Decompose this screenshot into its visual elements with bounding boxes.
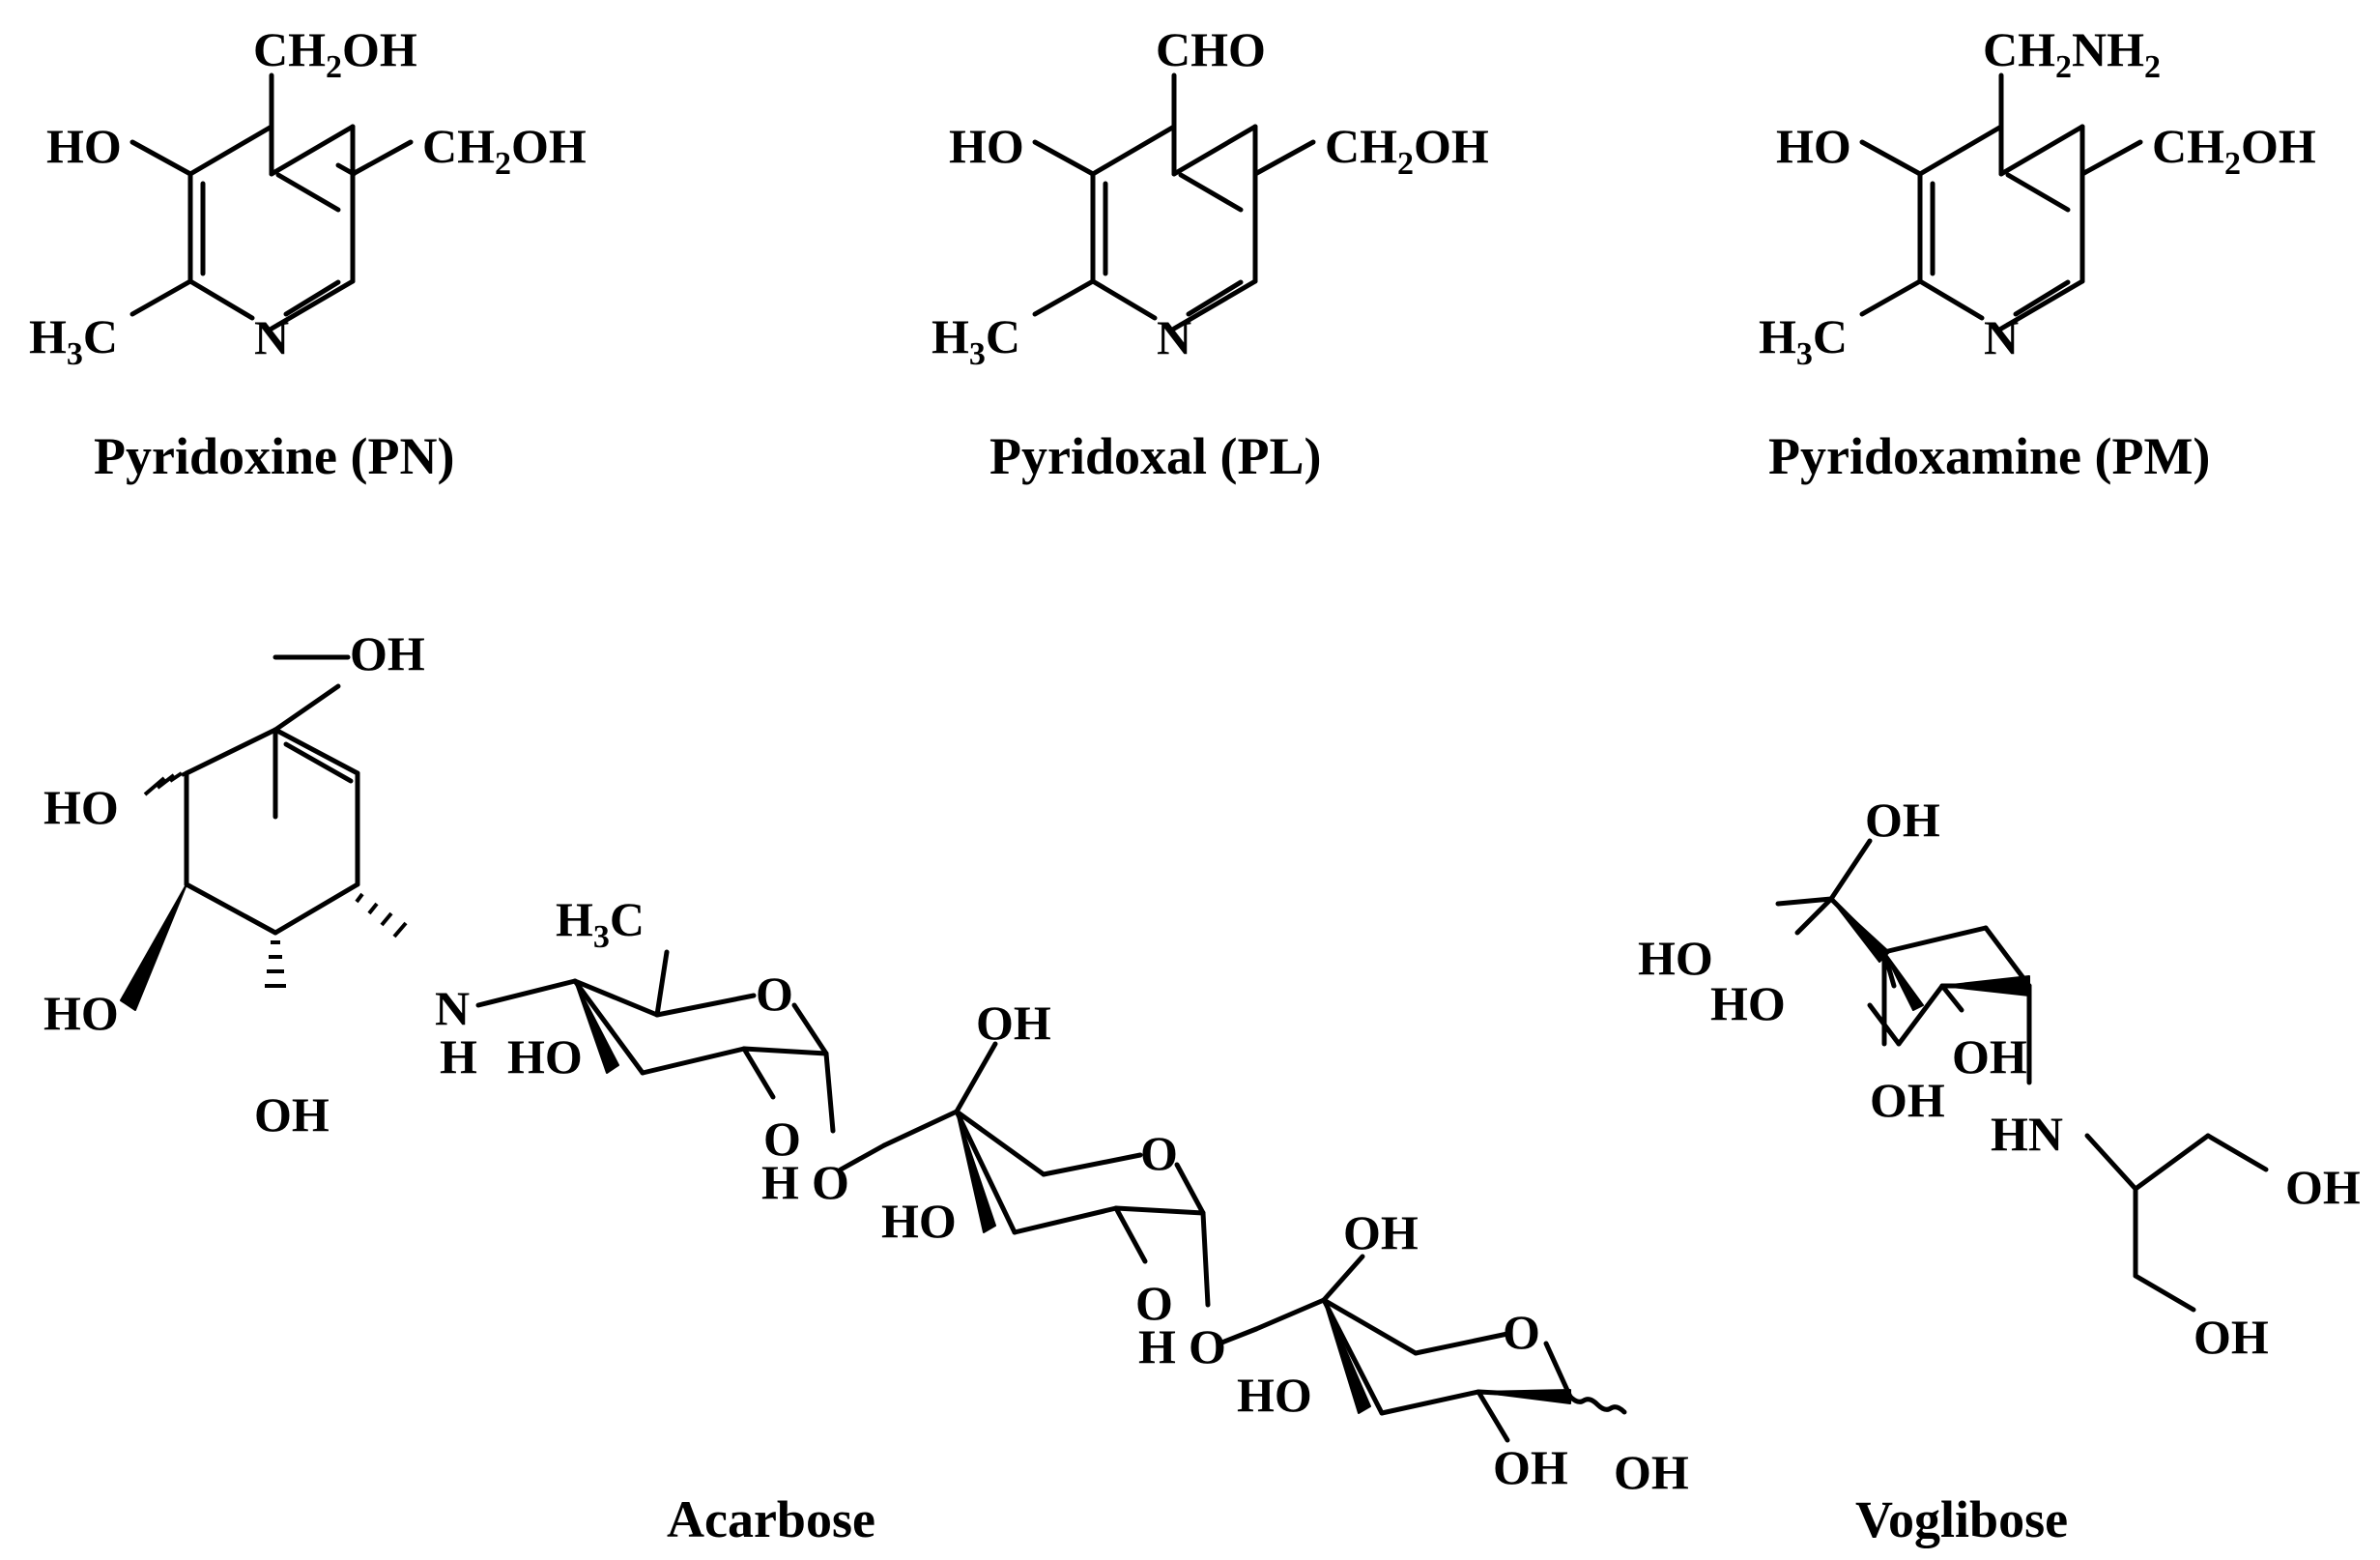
pyridoxamine-c5-substituent: CH2OH — [2152, 119, 2316, 182]
pyridoxine-ring-nitrogen: N — [254, 310, 289, 364]
pyridoxine-name: Pyridoxine (PN) — [94, 427, 454, 485]
voglibose-name: Voglibose — [1855, 1490, 2068, 1548]
acarbose-label-oh-3: OH — [254, 1087, 330, 1141]
acarbose-label-oh-11: OH — [1493, 1440, 1568, 1494]
acarbose-label-o-8: O — [1135, 1276, 1173, 1330]
pyridoxal-structure: CHO CH2OH HO H3C N Pyridoxal (PL) — [932, 22, 1489, 485]
pyridoxine-structure: CH2OH CH2OH HO H3C N Pyridoxine (PN) — [29, 22, 587, 485]
acarbose-label-hydroxymethyl-oh: OH — [350, 626, 425, 680]
pyridoxal-methyl: H3C — [932, 309, 1020, 372]
acarbose-label-ring-o-3: O — [1503, 1305, 1540, 1359]
pyridoxamine-c4-substituent: CH2NH2 — [1983, 22, 2161, 85]
acarbose-sugar2-bonds — [881, 1041, 1259, 1346]
voglibose-label-oh-3: OH — [1870, 1073, 1945, 1127]
voglibose-label-hydroxymethyl-oh: OH — [1865, 793, 1940, 847]
acarbose-label-ho-1: HO — [43, 780, 119, 834]
pyridoxine-methyl: H3C — [29, 309, 118, 372]
acarbose-cyclohexene-bonds — [184, 654, 360, 936]
acarbose-label-o-5: O — [763, 1112, 801, 1166]
acarbose-hashed-bonds — [143, 769, 408, 988]
acarbose-sugar3-wedge-2 — [1477, 1389, 1571, 1404]
pyridoxal-c5-substituent: CH2OH — [1325, 119, 1489, 182]
acarbose-label-ho-10: HO — [1237, 1368, 1312, 1422]
pyridoxamine-methyl: H3C — [1759, 309, 1848, 372]
acarbose-label-nitrogen: N — [435, 981, 470, 1035]
voglibose-wedge-2 — [1941, 975, 2030, 997]
pyridoxal-c4-substituent: CHO — [1156, 22, 1266, 76]
acarbose-sugar1-wedge — [574, 980, 619, 1074]
acarbose-label-ring-o-2: O — [1140, 1126, 1178, 1180]
pyridoxal-ring-nitrogen: N — [1157, 310, 1191, 364]
pyridoxal-bonds — [1032, 72, 1316, 332]
voglibose-label-oh-4: OH — [1952, 1029, 2027, 1083]
pyridoxamine-ring-nitrogen: N — [1984, 310, 2019, 364]
pyridoxal-name: Pyridoxal (PL) — [989, 427, 1321, 485]
acarbose-name: Acarbose — [667, 1490, 875, 1548]
acarbose-sugar1-bonds — [475, 949, 887, 1172]
acarbose-label-amine-h: H — [440, 1029, 477, 1083]
pyridoxamine-bonds — [1859, 72, 2143, 332]
voglibose-label-oh-6: OH — [2194, 1310, 2269, 1364]
acarbose-label-oh-9: OH — [1343, 1205, 1419, 1259]
acarbose-label-h-5: H — [761, 1155, 799, 1209]
acarbose-label-ho-7: HO — [881, 1194, 957, 1248]
voglibose-label-ho-2: HO — [1710, 976, 1786, 1030]
pyridoxamine-hydroxyl: HO — [1776, 119, 1851, 173]
pyridoxine-c5-substituent: CH2OH — [422, 119, 587, 182]
acarbose-structure: OH HO HO OH N H H3C O HO O H O OH O HO O… — [43, 626, 1689, 1548]
acarbose-label-glycosidic-o-1: O — [812, 1155, 849, 1209]
acarbose-label-ho-2: HO — [43, 986, 119, 1040]
voglibose-label-ho-1: HO — [1638, 931, 1713, 985]
voglibose-wedge-3 — [1830, 898, 1890, 963]
pyridoxine-hydroxyl: HO — [46, 119, 122, 173]
acarbose-label-anomeric-oh: OH — [1614, 1445, 1689, 1499]
voglibose-label-oh-5: OH — [2285, 1160, 2361, 1214]
voglibose-wedge-1 — [1883, 951, 1924, 1011]
pyridoxamine-name: Pyridoxamine (PM) — [1768, 427, 2210, 485]
acarbose-label-h-8: H — [1138, 1319, 1176, 1373]
voglibose-structure: OH HO HO OH OH HN OH OH Voglibose — [1638, 793, 2361, 1548]
voglibose-label-amine: HN — [1991, 1107, 2063, 1161]
acarbose-wedge-bond — [120, 883, 187, 1011]
pyridoxine-bonds — [129, 72, 414, 332]
acarbose-label-ring-o-1: O — [756, 967, 793, 1021]
pyridoxine-c4-substituent: CH2OH — [253, 22, 417, 85]
acarbose-label-methyl: H3C — [556, 892, 645, 955]
acarbose-label-oh-6: OH — [976, 996, 1051, 1050]
acarbose-label-ho-4: HO — [507, 1029, 583, 1083]
pyridoxamine-structure: CH2NH2 CH2OH HO H3C N Pyridoxamine (PM) — [1759, 22, 2316, 485]
acarbose-sugar2-wedge — [956, 1111, 996, 1233]
pyridoxal-hydroxyl: HO — [949, 119, 1024, 173]
acarbose-sugar3-wedge — [1323, 1299, 1371, 1414]
acarbose-label-glycosidic-o-2: O — [1189, 1319, 1226, 1373]
